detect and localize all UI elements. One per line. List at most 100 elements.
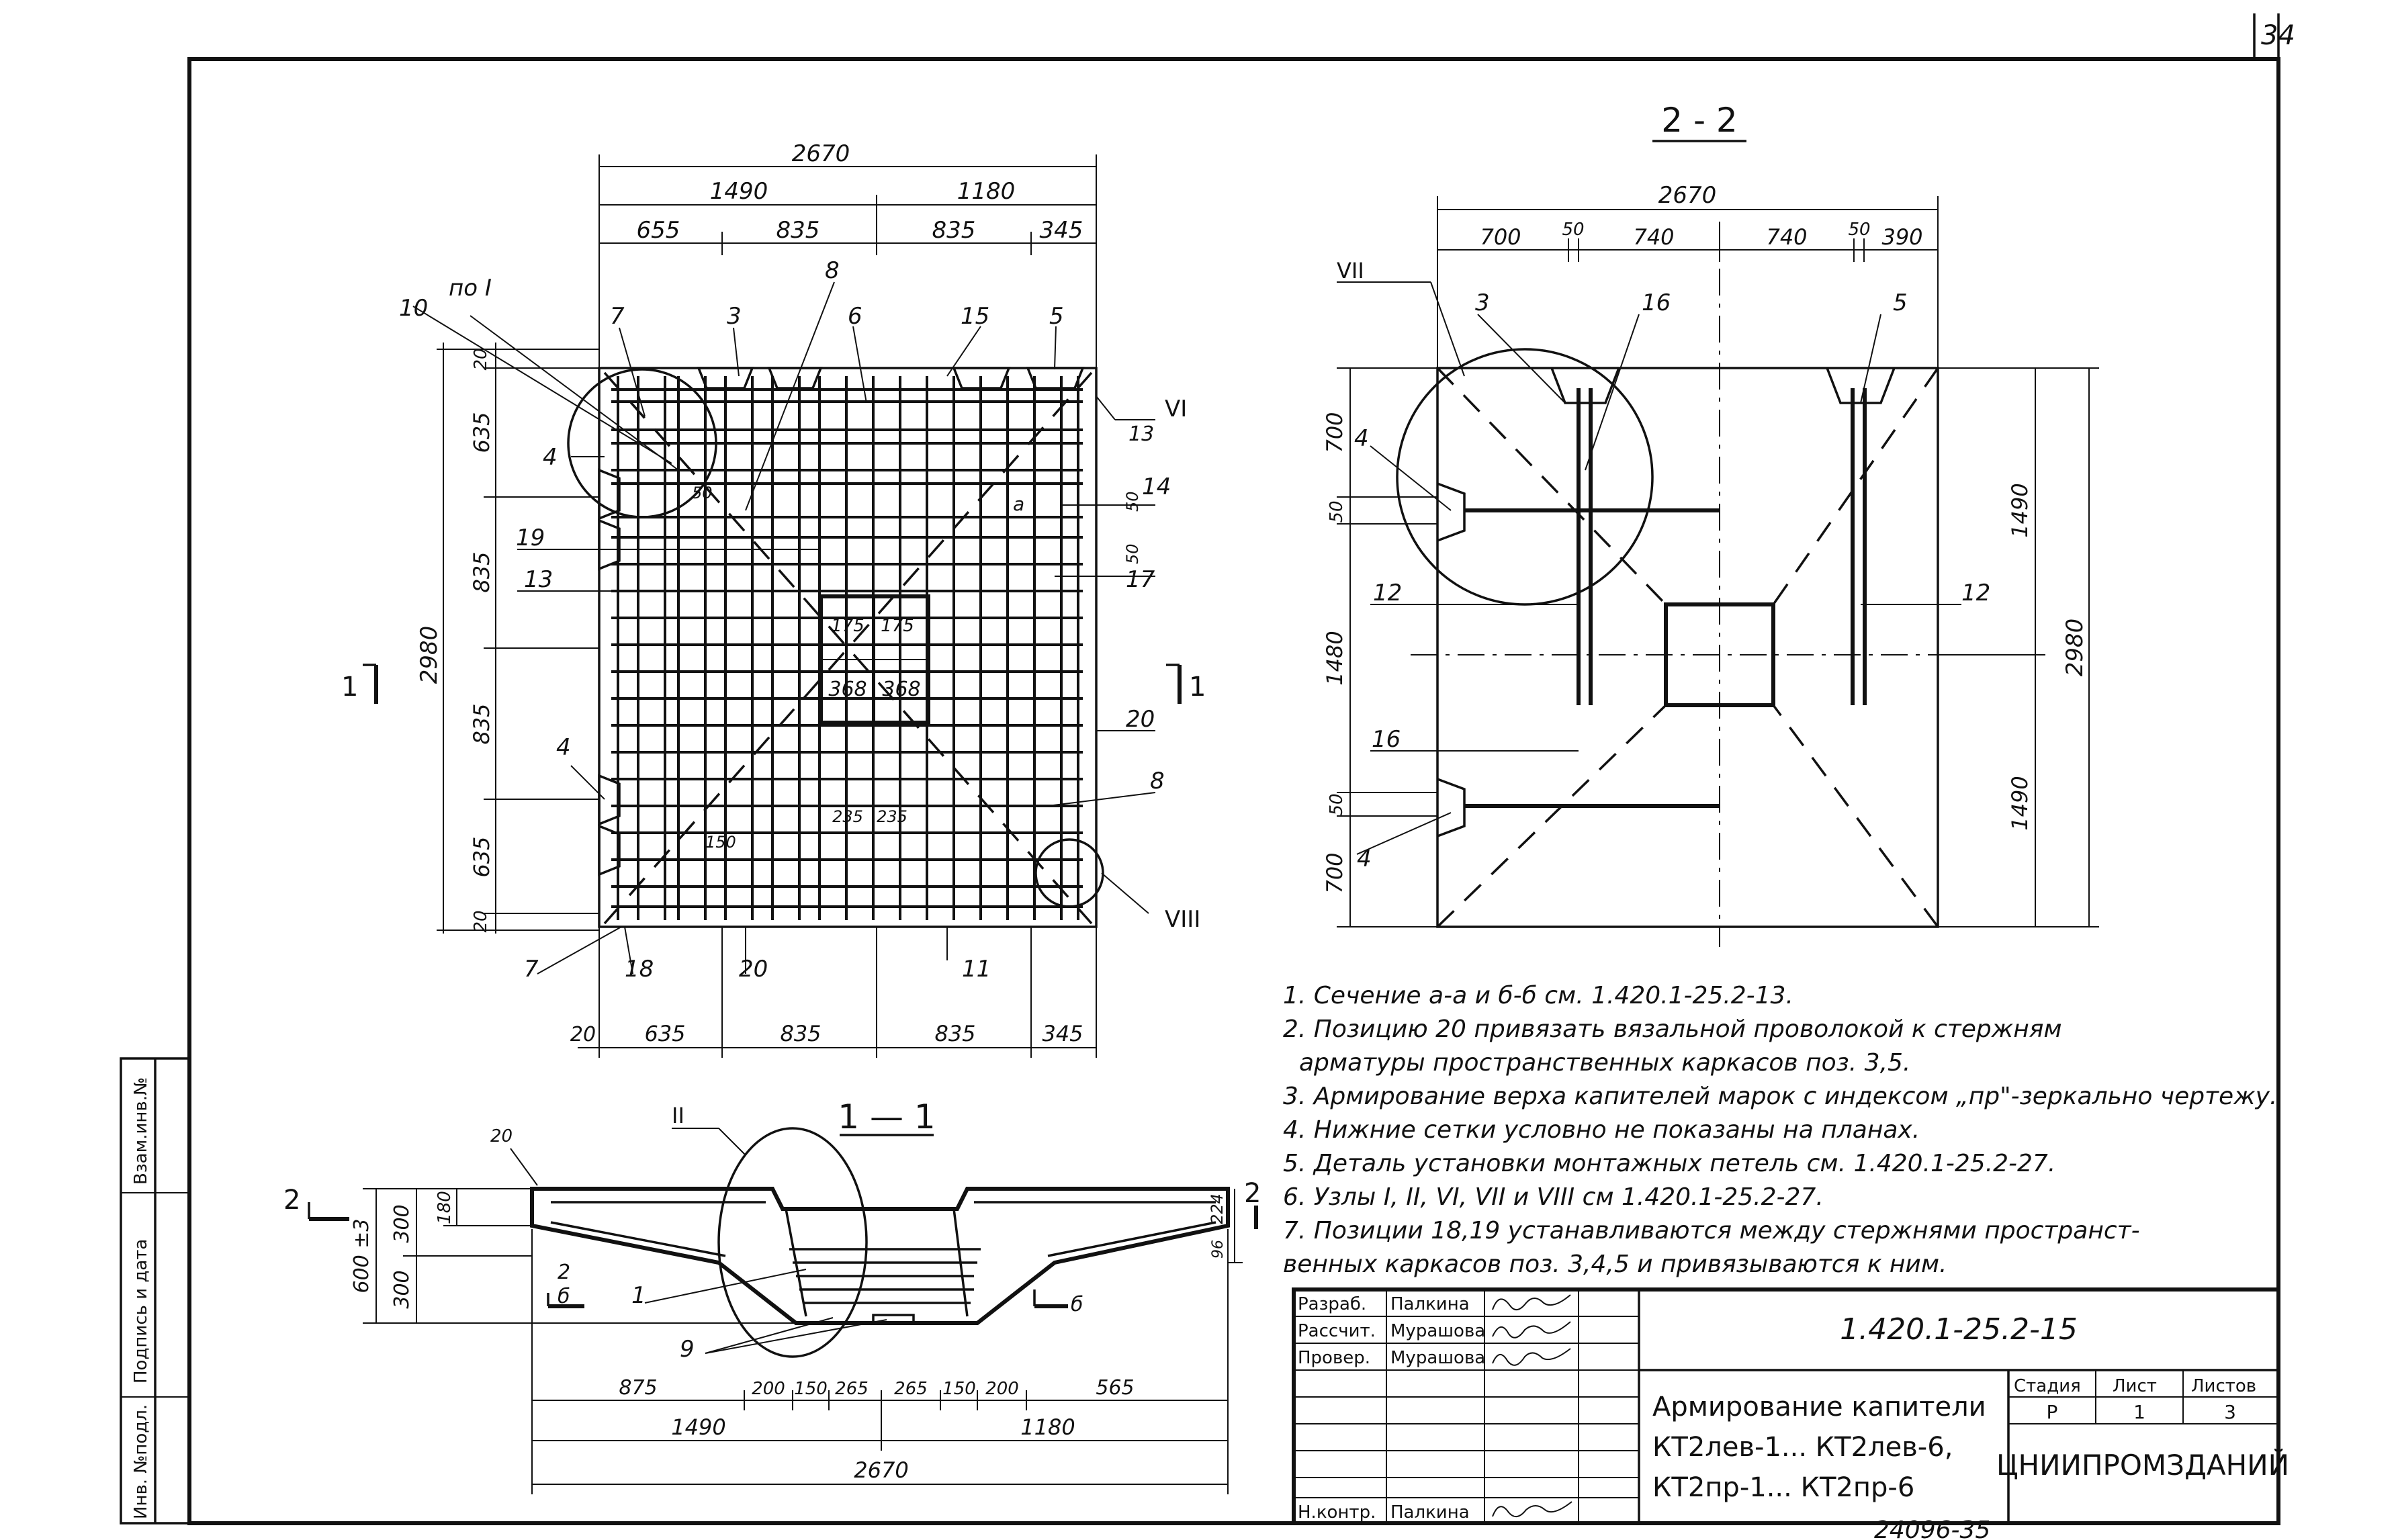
plan-dim-part-1: 655 [637,217,680,244]
signer-name-2: Мурашова [1390,1321,1485,1341]
plan-dim-part-4: 345 [1040,217,1083,244]
section-22-callout-5: 5 [1893,289,1908,316]
section-11-cut-mark-2: 2 [1244,1178,1261,1209]
section-22-callout-16-top: 16 [1642,289,1671,316]
plan-dim-left-2: 635 [469,412,494,453]
section-22-callout-12-right: 12 [1961,580,1990,606]
note-7-cont: венных каркасов поз. 3,4,5 и привязывают… [1283,1251,1947,1278]
section-11-bottom-dim-7: 200 [985,1379,1019,1399]
section-11-callout-1: 1 [631,1282,646,1309]
section-22-outline [1436,367,1939,928]
note-6: 6. Узлы I, II, VI, VII и VIII см 1.420.1… [1283,1183,1824,1211]
section-22-top-dims: 2670 700 50 740 740 50 390 [1437,182,1939,368]
drawing-title-2: КТ2лев-1... КТ2лев-6, [1652,1432,1953,1463]
section-11-cut-mark-3: 2 [558,1261,570,1284]
callout-6: 6 [848,303,862,330]
drawing-title-3: КТ2пр-1... КТ2пр-6 [1652,1472,1914,1503]
side-stamp: Инв. №подл. Подпись и дата Взам.инв.№ [120,1057,191,1525]
section-22-right-dims: 2980 1490 1490 [1938,367,2099,927]
section-22-title: 2 - 2 [1661,101,1737,140]
plan-reinforcement [611,376,1083,920]
plan-dim-bottom-2: 635 [644,1021,685,1046]
signer-name-4: Палкина [1390,1502,1470,1523]
plan-dim-bottom-5: 345 [1042,1021,1083,1046]
signer-role-2: Рассчит. [1298,1321,1376,1341]
section-11-cut-mark-1: 2 [283,1185,300,1216]
plan-cut-mark: а [1013,493,1024,515]
plan-dim-left-top: 1490 [710,178,768,205]
section-11-dim-total: 600 ±3 [350,1218,373,1293]
plan-dim-left-total: 2980 [416,626,443,684]
plan-dim-part-2: 835 [777,217,820,244]
section-22-dim-3: 740 [1633,224,1674,250]
section-22-left-dim-2: 50 [1327,500,1347,523]
organization: ЦНИИПРОМЗДАНИЙ [1996,1448,2289,1482]
node-circle-II [717,1127,868,1358]
section-11-callout-9: 9 [680,1336,695,1363]
section-11-bottom-dim-8: 565 [1096,1376,1134,1400]
callout-VI: VI [1165,396,1187,422]
signer-name-1: Палкина [1390,1294,1470,1314]
section-22-dim-1: 700 [1480,224,1521,250]
plan-leaders [412,281,1156,975]
section-11-right-dims: 224 96 [1208,1189,1243,1263]
plan-dim-bottom-4: 835 [934,1021,975,1046]
stage-value: Р [2047,1401,2058,1423]
callout-13-right: 13 [1128,422,1154,446]
section-11-dim-small: 180 [435,1191,455,1224]
section-11-cut-marks: 2 2 2 б б [283,1178,1261,1316]
section-11-bottom-dim-5: 265 [894,1379,928,1399]
section-22-left-dim-1: 700 [1322,412,1347,453]
section-22-dim-6: 390 [1881,224,1922,250]
plan-center-dim-1: 175 [831,616,864,636]
section-22-dim-4: 740 [1766,224,1807,250]
section-22-right-dim-lower: 1490 [2007,776,2033,830]
stage-header: Стадия [2014,1376,2081,1396]
section-11-bottom-dim-6: 150 [942,1379,976,1399]
section-2-2: 2 - 2 [1322,101,2099,947]
section-22-dim-total: 2670 [1658,182,1717,209]
signer-role-1: Разраб. [1298,1294,1366,1314]
section-11-bottom-dim-2: 200 [752,1379,785,1399]
section-11-bottom-mid-1: 1490 [671,1414,725,1440]
section-11-left-dims: 600 ±3 300 300 180 20 [350,1126,796,1324]
plan-edge-blocks [598,367,1085,876]
section-22-callout-3: 3 [1475,289,1490,316]
section-22-callout-12-left: 12 [1373,580,1402,606]
bottom-number: 24096-35 [1874,1516,1990,1540]
callout-10: 10 [399,295,428,322]
callout-20-bottom: 20 [739,956,768,983]
callout-13-left: 13 [524,566,553,593]
plan-dim-total-top: 2670 [792,140,850,167]
callout-8-top: 8 [825,257,840,284]
section-22-callout-4-top: 4 [1354,425,1369,452]
plan-corner-dim: 50 [692,484,713,502]
plan-dim-bottom-3: 835 [780,1021,821,1046]
section-22-callout-4-bottom: 4 [1357,846,1372,872]
section-11-bottom-dim-4: 265 [835,1379,869,1399]
sheets-value: 3 [2224,1401,2236,1423]
plan-view: 2670 1490 1180 655 835 835 345 20 635 83… [341,140,1206,1058]
note-3: 3. Армирование верха капителей марок с и… [1283,1083,2277,1110]
node-circle-VIII [1034,838,1104,908]
plan-section-marks: 1 1 [341,664,1206,704]
section-22-left-dims: 700 50 1480 50 700 [1322,367,1437,927]
section-1-1: 1 — 1 600 ±3 [283,1097,1261,1494]
callout-11: 11 [962,956,991,983]
plan-dim-bottom-1: 20 [570,1023,596,1046]
callout-15: 15 [961,303,989,330]
section-11-bottom-dim-1: 875 [619,1376,657,1400]
plan-dim-right-top: 1180 [957,178,1016,205]
note-5: 5. Деталь установки монтажных петель см.… [1283,1150,2055,1177]
stamp-sign-label: Подпись и дата [131,1239,151,1384]
section-11-cut-mark-5: б [1071,1293,1083,1316]
plan-section-mark-left: 1 [341,672,358,703]
stamp-replace-label: Взам.инв.№ [131,1077,151,1185]
drawing-title-1: Армирование капители [1652,1392,1986,1422]
plan-corner-dim-2: 150 [705,833,736,852]
sheet-header: Лист [2113,1376,2157,1396]
plan-dim-right-small-1: 50 [1123,491,1142,512]
callout-18: 18 [625,956,654,983]
plan-center-dim-6: 235 [877,807,907,826]
